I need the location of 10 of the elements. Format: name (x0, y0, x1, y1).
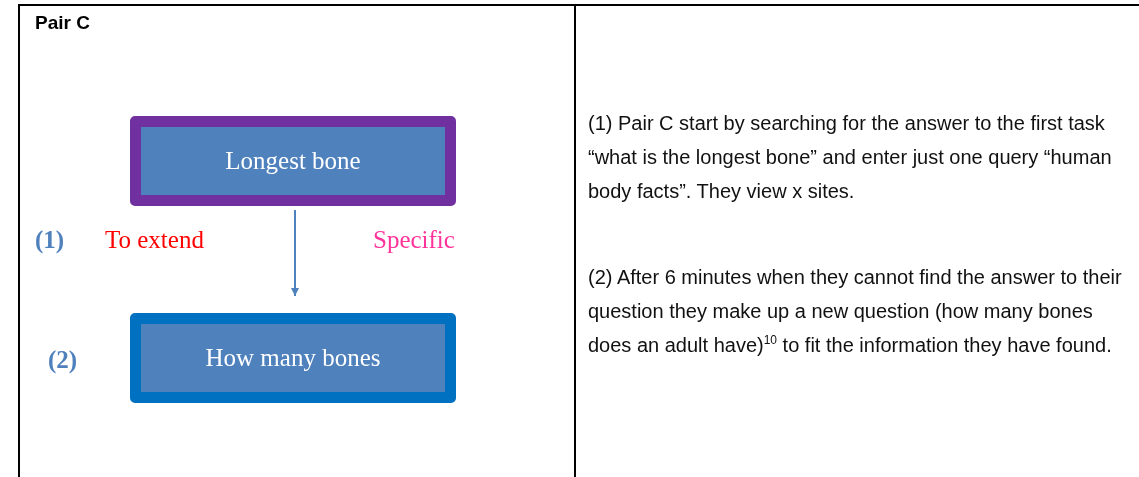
annotation-text: To extend (105, 226, 204, 254)
arrow (291, 209, 299, 297)
paragraph: (2) After 6 minutes when they cannot find the answer to their question they make up a new question (how many bones does an adult have)$^{10}$ to fit the information they have found. (588, 265, 1123, 358)
process-box: How many bones (130, 313, 456, 403)
process-box: Longest bone (130, 116, 456, 206)
paragraph: (1) Pair C start by searching for the answer to the first task “what is the longest bone” and enter just one query “human body facts”. They view x sites. (588, 111, 1113, 204)
cell-heading: Pair C (35, 12, 90, 34)
annotation-text: Specific (373, 226, 455, 254)
step-number: (1) (35, 226, 65, 254)
step-number: (2) (48, 346, 78, 374)
